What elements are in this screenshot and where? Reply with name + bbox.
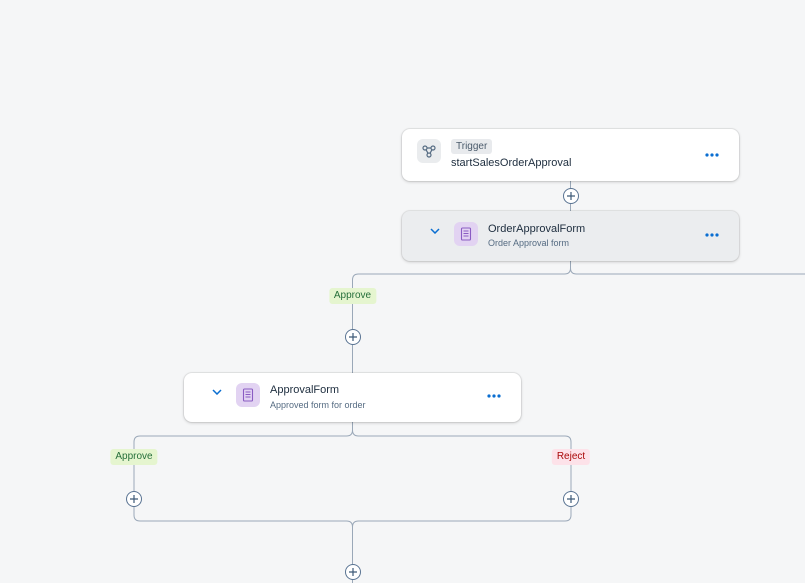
order-approval-form-title: OrderApprovalForm <box>488 223 586 235</box>
chevron-down-icon[interactable] <box>210 385 224 399</box>
add-step-button[interactable] <box>562 188 579 204</box>
branch-label-approve: Approve <box>110 449 158 465</box>
order-approval-form-subtitle: Order Approval form <box>488 238 570 248</box>
more-options-icon[interactable] <box>701 228 723 242</box>
branch-label-approve: Approve <box>328 288 377 304</box>
form-icon <box>454 222 478 246</box>
plus-icon <box>566 192 575 200</box>
trigger-card[interactable]: Trigger startSalesOrderApproval <box>402 129 739 181</box>
form-icon <box>236 383 260 407</box>
add-step-button[interactable] <box>563 491 579 507</box>
plus-icon <box>567 495 575 503</box>
add-step-button[interactable] <box>126 491 142 507</box>
process-trigger-icon <box>417 139 441 163</box>
plus-icon <box>348 333 357 341</box>
more-options-icon[interactable] <box>483 389 505 403</box>
plus-icon <box>130 495 138 503</box>
plus-icon <box>348 568 357 576</box>
approval-form-card[interactable]: ApprovalForm Approved form for order <box>184 373 521 422</box>
trigger-tag: Trigger <box>451 139 493 154</box>
chevron-down-icon[interactable] <box>428 224 442 238</box>
approval-form-title: ApprovalForm <box>270 384 340 396</box>
branch-label-reject: Reject <box>551 449 591 465</box>
order-approval-form-card[interactable]: OrderApprovalForm Order Approval form <box>402 211 739 261</box>
add-step-button[interactable] <box>344 564 361 580</box>
more-options-icon[interactable] <box>701 148 723 162</box>
add-step-button[interactable] <box>344 329 361 345</box>
approval-form-subtitle: Approved form for order <box>270 400 366 410</box>
trigger-name: startSalesOrderApproval <box>451 157 572 169</box>
